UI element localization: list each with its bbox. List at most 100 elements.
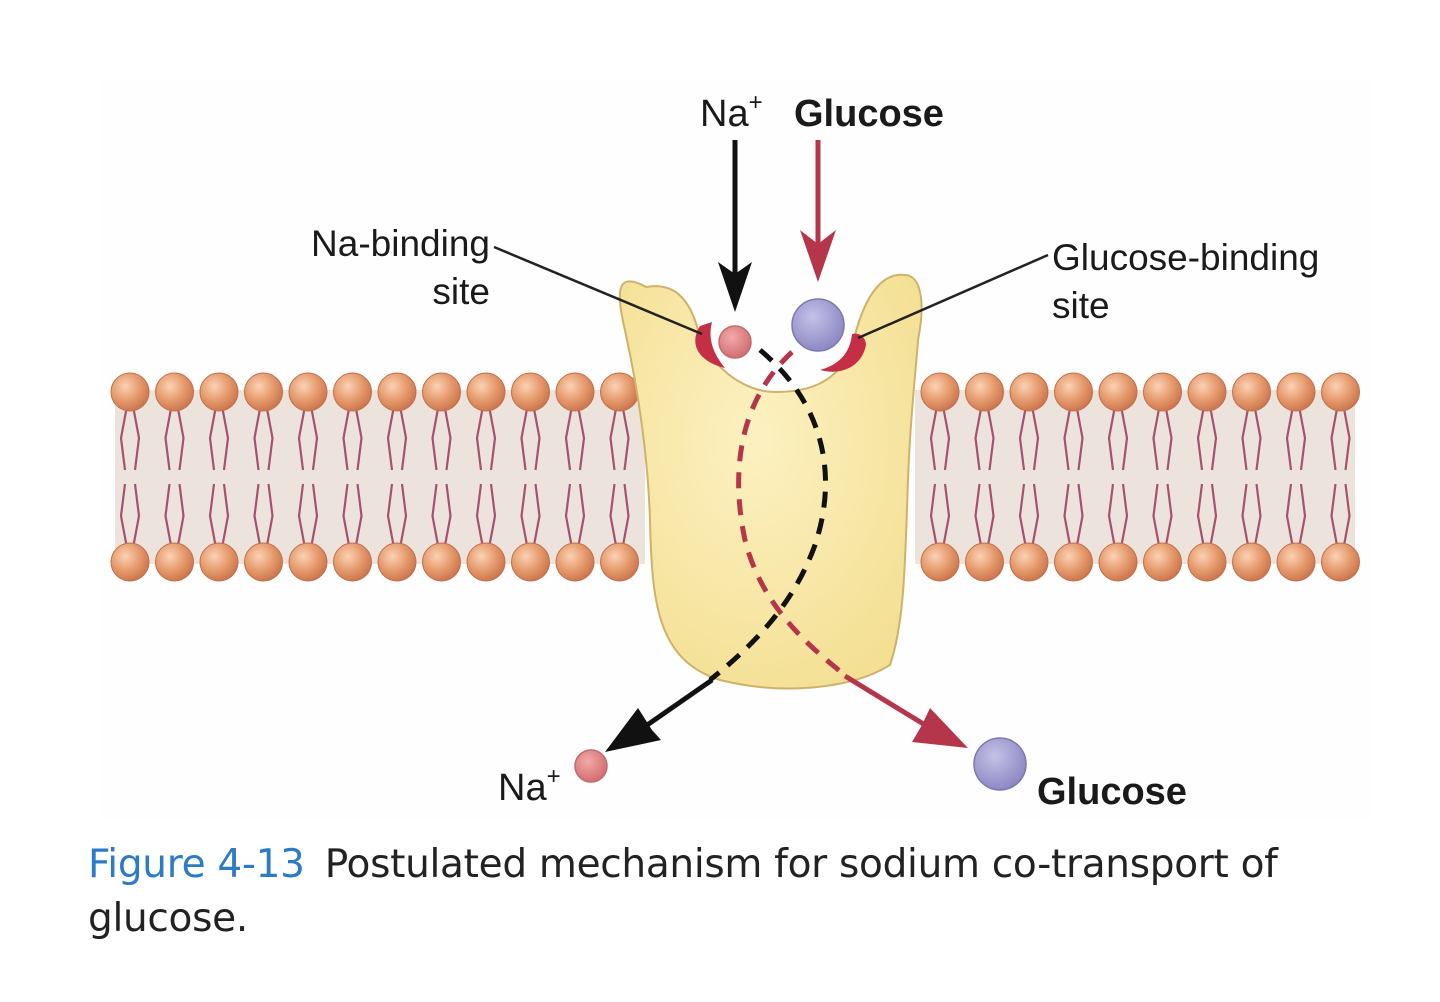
phospholipid — [466, 372, 506, 471]
phospholipid — [377, 372, 417, 471]
lipid-head — [333, 372, 372, 412]
lipid-head — [1276, 542, 1316, 582]
lipid-head — [920, 542, 960, 582]
lipid-head — [555, 542, 595, 582]
lipid-tail — [253, 405, 262, 471]
phospholipid — [1054, 372, 1093, 471]
lipid-head — [288, 372, 328, 412]
lipid-tail — [1018, 483, 1028, 549]
lipid-tail — [986, 405, 995, 471]
lipid-head — [422, 542, 461, 582]
lipid-head — [244, 372, 283, 412]
lipid-head — [1098, 542, 1138, 582]
phospholipid — [155, 372, 194, 471]
lipid-tail — [119, 405, 129, 471]
lipid-tail — [1285, 405, 1295, 471]
carrier-protein — [618, 273, 923, 690]
lipid-tail — [1297, 483, 1307, 549]
lipid-tail — [386, 405, 396, 471]
phospholipid — [333, 372, 372, 471]
phospholipid — [555, 372, 595, 471]
lipid-tail — [1063, 483, 1072, 549]
lipid-tail — [1164, 483, 1173, 549]
lipid-tail — [386, 483, 396, 549]
phospholipid — [965, 372, 1004, 471]
lipid-tail — [487, 483, 497, 549]
bottom-glucose-label: Glucose — [1037, 771, 1187, 813]
phospholipid — [288, 483, 328, 582]
glucose-exit-arrowhead — [912, 708, 968, 748]
lipid-tail — [621, 405, 630, 471]
phospholipid — [1098, 483, 1138, 582]
lipid-tail — [1018, 405, 1028, 471]
membrane-band-left — [115, 390, 645, 564]
phospholipid — [1321, 372, 1360, 471]
phospholipid — [1098, 372, 1138, 471]
lipid-head — [1143, 542, 1182, 582]
lipid-head — [466, 542, 506, 582]
glucose-binding-site-label-line1: Glucose-binding — [1052, 237, 1319, 278]
phospholipid — [155, 483, 194, 582]
na-binding-site-label-line1: Na-binding — [311, 223, 490, 264]
lipid-tail — [297, 483, 307, 549]
phospholipid — [422, 483, 461, 582]
lipid-tail — [1285, 483, 1295, 549]
sodium-path-dashed — [708, 348, 828, 682]
lipid-head — [422, 372, 461, 412]
lipid-tail — [309, 405, 319, 471]
lipid-tail — [1152, 405, 1161, 471]
lipid-tail — [176, 483, 185, 549]
lipid-tail — [431, 405, 440, 471]
lipid-head — [1232, 372, 1271, 412]
lipid-head — [1187, 542, 1227, 582]
lipid-head — [600, 372, 639, 412]
lipid-tail — [1342, 483, 1351, 549]
phospholipid — [555, 483, 595, 582]
lipid-tail — [1075, 483, 1084, 549]
bottom-sodium-charge: + — [547, 763, 561, 790]
lipid-tail — [119, 483, 129, 549]
phospholipid — [110, 372, 150, 471]
phospholipid — [1276, 372, 1316, 471]
lipid-tail — [1330, 405, 1339, 471]
lipid-tail — [520, 483, 529, 549]
lipid-tail — [576, 483, 586, 549]
lipid-head — [965, 372, 1004, 412]
na-binding-site-label-line2: site — [432, 271, 490, 312]
lipid-tail — [1241, 483, 1250, 549]
glucose-molecule-released — [973, 737, 1027, 791]
lipid-tail — [929, 405, 939, 471]
lipid-head — [155, 542, 194, 582]
lipid-head — [1232, 542, 1271, 582]
lipid-tail — [1253, 483, 1262, 549]
lipid-head — [1098, 372, 1138, 412]
lipid-head — [377, 372, 417, 412]
glucose-molecule-bound — [791, 298, 845, 352]
sodium-entry-arrowhead — [718, 262, 752, 312]
phospholipid — [1054, 483, 1093, 582]
lipid-tail — [1030, 405, 1040, 471]
lipid-tail — [220, 405, 230, 471]
lipid-tail — [532, 405, 541, 471]
lipid-tail — [354, 405, 363, 471]
phospholipid — [600, 483, 639, 582]
lipid-tail — [253, 483, 262, 549]
lipid-tail — [1063, 405, 1072, 471]
lipid-tail — [131, 405, 141, 471]
lipid-tail — [1075, 405, 1084, 471]
lipid-tail — [621, 483, 630, 549]
membrane-band-right — [915, 390, 1355, 564]
glucose-path-dashed — [736, 350, 847, 677]
bottom-sodium-label-text: Na — [498, 767, 547, 809]
lipid-tail — [520, 405, 529, 471]
bottom-sodium-label: Na+ — [498, 763, 561, 809]
lipid-tail — [974, 483, 983, 549]
lipid-tail — [564, 405, 574, 471]
phospholipid — [199, 483, 239, 582]
lipid-tail — [1152, 483, 1161, 549]
lipid-tail — [475, 405, 485, 471]
lipid-head — [920, 372, 960, 412]
top-sodium-label: Na+ — [700, 89, 763, 135]
